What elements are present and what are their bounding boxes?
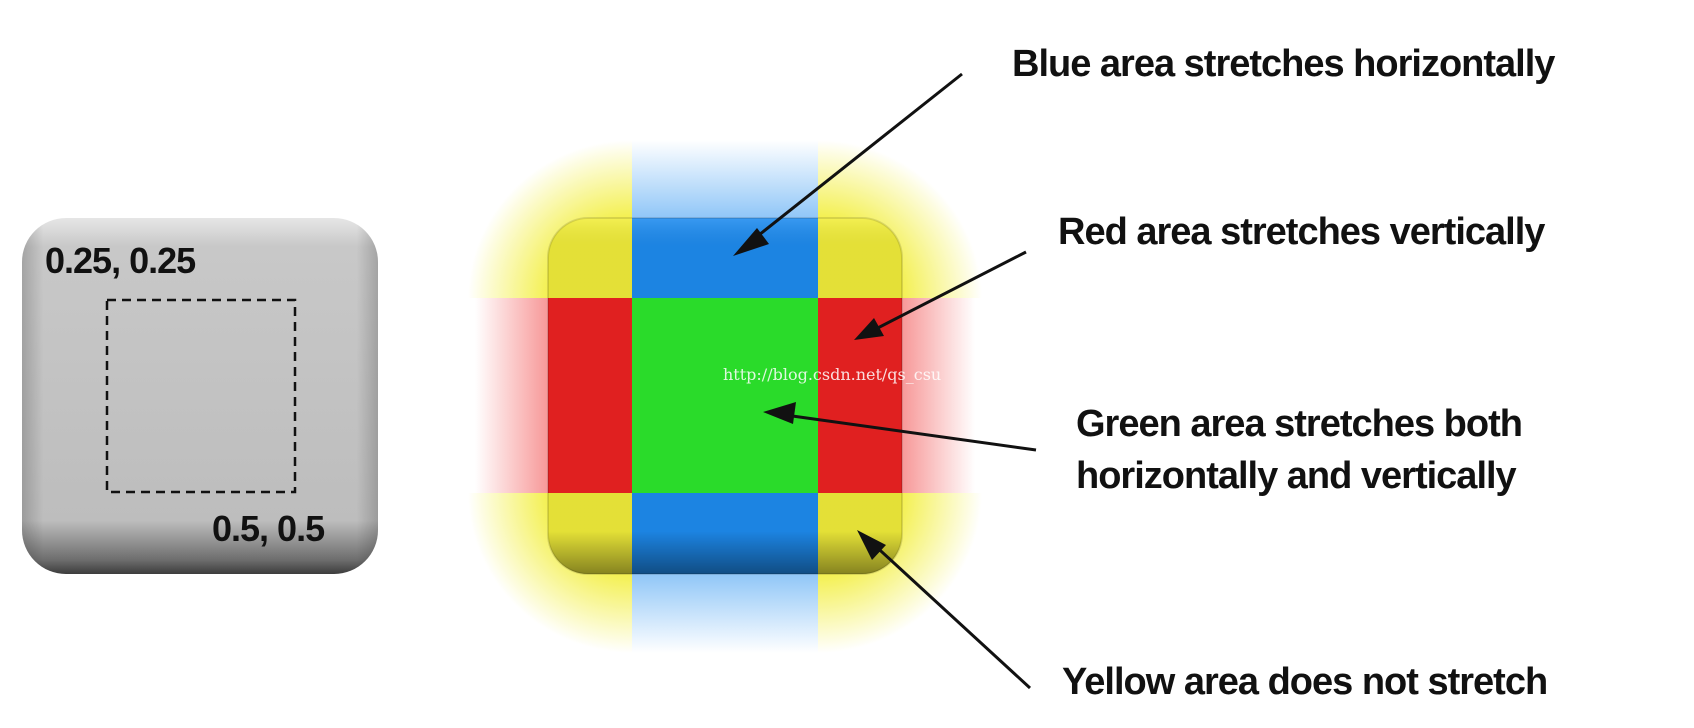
top-left-inset-label: 0.25, 0.25 (45, 240, 196, 281)
arrow-blue (733, 72, 963, 256)
arrow-red (854, 250, 1027, 340)
blue-annotation: Blue area stretches horizontally (1012, 43, 1555, 85)
watermark-text: http://blog.csdn.net/qs_csu (723, 365, 942, 384)
bottom-right-inset-label: 0.5, 0.5 (212, 508, 325, 549)
green-annotation-line1: Green area stretches both (1076, 403, 1523, 445)
arrow-yellow (857, 530, 1032, 690)
arrows (733, 72, 1037, 690)
green-annotation-line2: horizontally and vertically (1076, 455, 1517, 497)
cap-insets-box (105, 298, 297, 494)
red-annotation: Red area stretches vertically (1058, 211, 1545, 253)
green-region (632, 298, 818, 493)
arrow-green (763, 402, 1037, 452)
example-button (22, 218, 378, 574)
nine-slice-image (468, 140, 982, 653)
yellow-annotation: Yellow area does not stretch (1062, 661, 1548, 703)
